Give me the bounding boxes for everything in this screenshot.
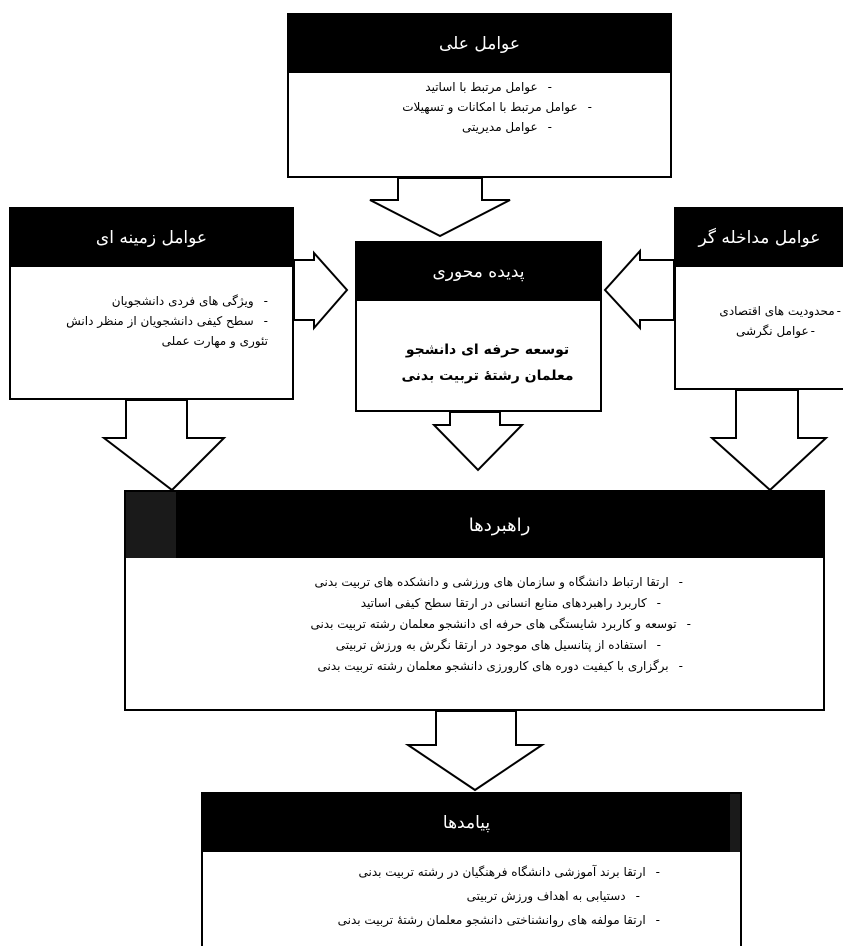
list-item: -ارتقا مولفه های روانشناختی دانشجو معلما… — [337, 913, 660, 927]
list-item: -کاربرد راهبردهای منابع انسانی در ارتقا … — [360, 596, 661, 610]
list-item: -برگزاری با کیفیت دوره های کارورزی دانشج… — [317, 659, 683, 673]
causal-factors-list: -عوامل مرتبط با اساتید -عوامل مرتبط با ا… — [289, 77, 670, 137]
contextual-factors-box: عوامل زمینه ای -ویژگی های فردی دانشجویان… — [9, 207, 294, 400]
strategies-list: -ارتقا ارتباط دانشگاه و سازمان های ورزشی… — [126, 572, 823, 677]
contextual-factors-title: عوامل زمینه ای — [11, 209, 292, 267]
intervening-factors-list: -محدودیت های اقتصادی -عوامل نگرشی — [676, 301, 843, 341]
arrow-contextual-to-strategies — [101, 399, 227, 492]
consequences-box: پیامدها -ارتقا برند آموزشی دانشگاه فرهنگ… — [201, 792, 742, 946]
list-item: -ارتقا برند آموزشی دانشگاه فرهنگیان در ر… — [358, 865, 660, 879]
intervening-factors-title: عوامل مداخله گر — [676, 209, 843, 267]
core-phenomenon-title: پدیده محوری — [357, 243, 600, 301]
strategies-title: راهبردها — [176, 492, 823, 558]
arrow-causal-to-core — [369, 177, 511, 238]
strategies-title-left-block — [126, 492, 176, 558]
causal-factors-box: عوامل علی -عوامل مرتبط با اساتید -عوامل … — [287, 13, 672, 178]
list-item: -استفاده از پتانسیل های موجود در ارتقا ن… — [335, 638, 661, 652]
intervening-factors-box: عوامل مداخله گر -محدودیت های اقتصادی -عو… — [674, 207, 843, 390]
core-phenomenon-text: توسعه حرفه ای دانشجو معلمان رشتۀ تربیت ب… — [401, 342, 574, 384]
arrow-intervening-to-core — [603, 248, 675, 331]
consequences-title-right-block — [730, 794, 740, 852]
consequences-list: -ارتقا برند آموزشی دانشگاه فرهنگیان در ر… — [203, 860, 740, 932]
list-item: -عوامل مدیریتی — [461, 120, 552, 134]
list-item: -ارتقا ارتباط دانشگاه و سازمان های ورزشی… — [314, 575, 683, 589]
causal-factors-title: عوامل علی — [289, 15, 670, 73]
arrow-core-to-strategies — [431, 411, 525, 472]
list-item: -سطح کیفی دانشجویان از منظر دانش تئوری و… — [66, 314, 268, 348]
list-item: -عوامل مرتبط با امکانات و تسهیلات — [402, 100, 592, 114]
consequences-title: پیامدها — [203, 794, 730, 852]
list-item: -ویژگی های فردی دانشجویان — [111, 294, 268, 308]
list-item: -عوامل نگرشی — [735, 324, 815, 338]
list-item: -محدودیت های اقتصادی — [719, 304, 841, 318]
list-item: -دستیابی به اهداف ورزش تربیتی — [466, 889, 640, 903]
arrow-strategies-to-consequences — [404, 710, 546, 792]
list-item: -عوامل مرتبط با اساتید — [425, 80, 552, 94]
list-item: -توسعه و کاربرد شایستگی های حرفه ای دانش… — [310, 617, 691, 631]
arrow-contextual-to-core — [293, 250, 349, 331]
strategies-box: راهبردها -ارتقا ارتباط دانشگاه و سازمان … — [124, 490, 825, 711]
arrow-intervening-to-strategies — [709, 389, 829, 492]
contextual-factors-list: -ویژگی های فردی دانشجویان -سطح کیفی دانش… — [11, 291, 292, 351]
core-phenomenon-box: پدیده محوری توسعه حرفه ای دانشجو معلمان … — [355, 241, 602, 412]
